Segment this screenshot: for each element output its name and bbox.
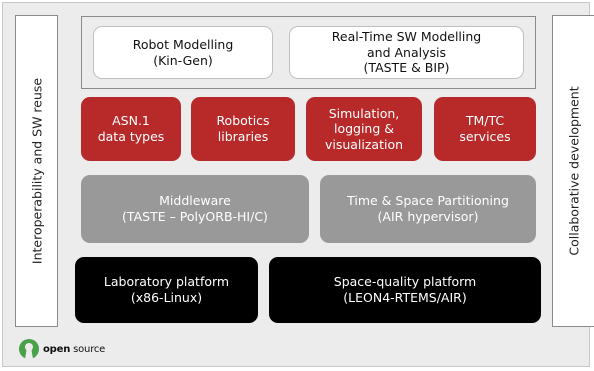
collaborative-sidebar: Collaborative development — [552, 15, 594, 327]
interoperability-label: Interoperability and SW reuse — [29, 77, 44, 265]
space-platform-os: (LEON4-RTEMS/AIR) — [343, 290, 467, 305]
robot-modelling-box: Robot Modelling (Kin-Gen) — [93, 26, 273, 79]
asn1-line-1: ASN.1 — [112, 113, 150, 129]
simulation-line-1: Simulation, — [328, 105, 400, 121]
open-source-logo: open source — [18, 337, 105, 361]
logo-open: open — [43, 343, 71, 355]
open-source-wordmark: open source — [43, 344, 105, 355]
simulation-box: Simulation, logging & visualization — [306, 97, 422, 161]
partitioning-box: Time & Space Partitioning (AIR hyperviso… — [320, 175, 536, 243]
laboratory-platform-title: Laboratory platform — [103, 274, 230, 290]
realtime-modelling-title-2: and Analysis — [367, 44, 446, 60]
tmtc-services-box: TM/TC services — [434, 97, 536, 161]
robotics-libraries-box: Robotics libraries — [191, 97, 295, 161]
robotics-line-2: libraries — [217, 129, 269, 144]
middleware-box: Middleware (TASTE – PolyORB-HI/C) — [81, 175, 309, 243]
partitioning-title: Time & Space Partitioning — [347, 193, 509, 209]
laboratory-platform-box: Laboratory platform (x86-Linux) — [75, 257, 258, 323]
tmtc-line-1: TM/TC — [465, 113, 505, 129]
realtime-modelling-box: Real-Time SW Modelling and Analysis (TAS… — [289, 26, 524, 79]
robot-modelling-title: Robot Modelling — [132, 36, 234, 52]
space-platform-title: Space-quality platform — [333, 274, 477, 290]
partitioning-detail: (AIR hypervisor) — [377, 209, 479, 224]
collaborative-label: Collaborative development — [566, 86, 581, 256]
modelling-panel: Robot Modelling (Kin-Gen) Real-Time SW M… — [81, 16, 536, 89]
simulation-line-2: logging & — [333, 121, 395, 137]
robotics-line-1: Robotics — [216, 113, 270, 129]
tmtc-line-2: services — [459, 129, 511, 144]
logo-source: source — [73, 343, 106, 355]
robot-modelling-tool: (Kin-Gen) — [153, 52, 213, 68]
asn1-line-2: data types — [97, 129, 165, 144]
open-source-keyhole-icon — [19, 339, 39, 359]
middleware-detail: (TASTE – PolyORB-HI/C) — [122, 209, 268, 224]
asn1-box: ASN.1 data types — [81, 97, 181, 161]
space-platform-box: Space-quality platform (LEON4-RTEMS/AIR) — [269, 257, 541, 323]
realtime-modelling-title-1: Real-Time SW Modelling — [331, 29, 482, 45]
laboratory-platform-os: (x86-Linux) — [130, 290, 203, 305]
realtime-modelling-tool: (TASTE & BIP) — [363, 60, 450, 76]
simulation-line-3: visualization — [324, 136, 404, 152]
middleware-title: Middleware — [159, 193, 231, 209]
interoperability-sidebar: Interoperability and SW reuse — [15, 15, 58, 327]
